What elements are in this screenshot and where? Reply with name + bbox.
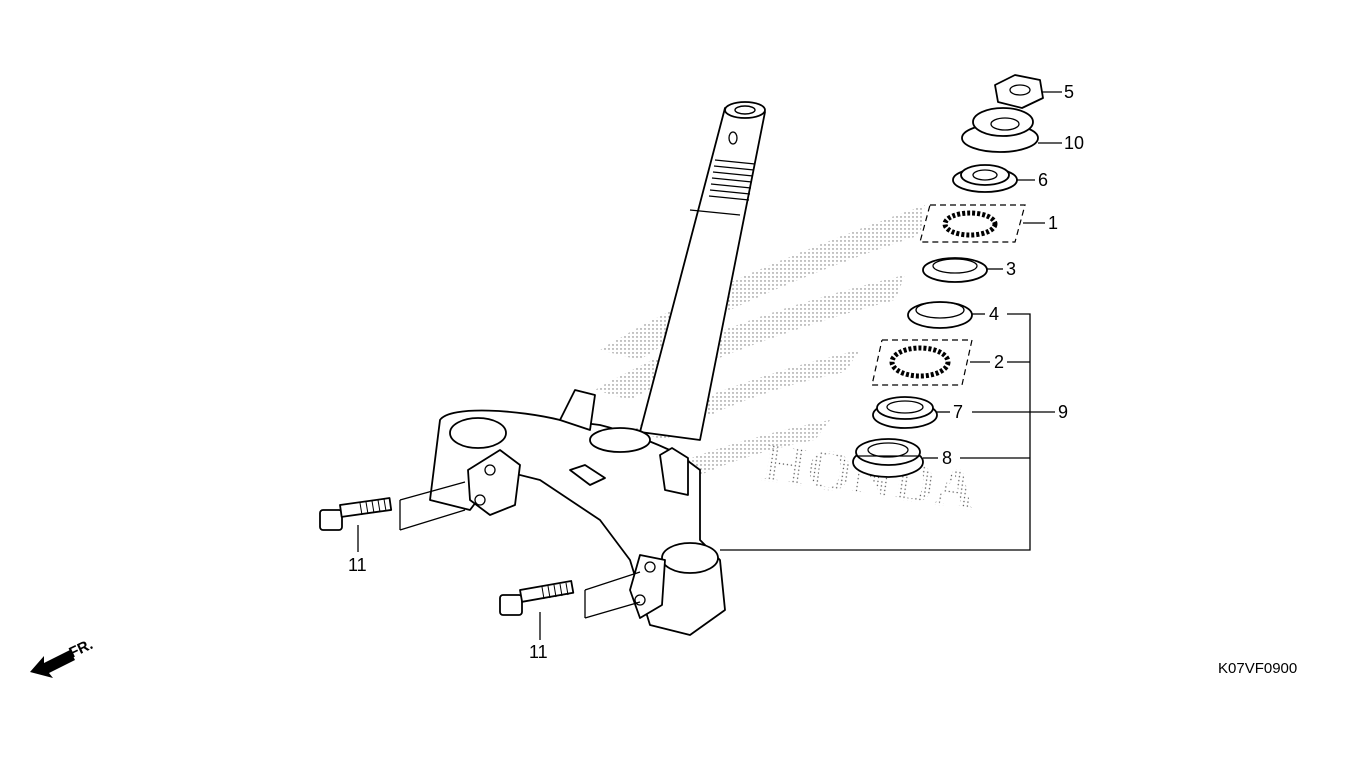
bolt-upper-part (319, 481, 466, 531)
callout-7: 7 (953, 402, 963, 422)
lock-nut-part (994, 74, 1044, 109)
callout-8: 8 (942, 448, 952, 468)
upper-bearing-set-part (919, 204, 1026, 243)
callout-5: 5 (1064, 82, 1074, 102)
callout-10: 10 (1064, 133, 1084, 153)
upper-cone-race-part (907, 301, 973, 329)
callout-1: 1 (1048, 213, 1058, 233)
upper-race-part (922, 257, 988, 283)
front-arrow-icon (30, 650, 75, 678)
lower-bearing-set-part (871, 339, 973, 386)
callout-3: 3 (1006, 259, 1016, 279)
bolt-lower-part (499, 571, 641, 619)
callout-11-lower: 11 (529, 642, 548, 662)
callout-4: 4 (989, 304, 999, 324)
lower-race-part (872, 396, 938, 429)
callout-6: 6 (1038, 170, 1048, 190)
adjusting-nut-part (961, 107, 1039, 153)
dust-seal-part (952, 164, 1018, 193)
drawing-code: K07VF0900 (1218, 660, 1297, 677)
callout-11-upper: 11 (348, 555, 367, 575)
callout-2: 2 (994, 352, 1004, 372)
lower-dust-seal-part (852, 438, 924, 478)
steering-stem-part (639, 101, 766, 441)
callout-9: 9 (1058, 402, 1068, 422)
leader-lines (357, 91, 1062, 640)
front-indicator-label: FR. (67, 636, 96, 662)
